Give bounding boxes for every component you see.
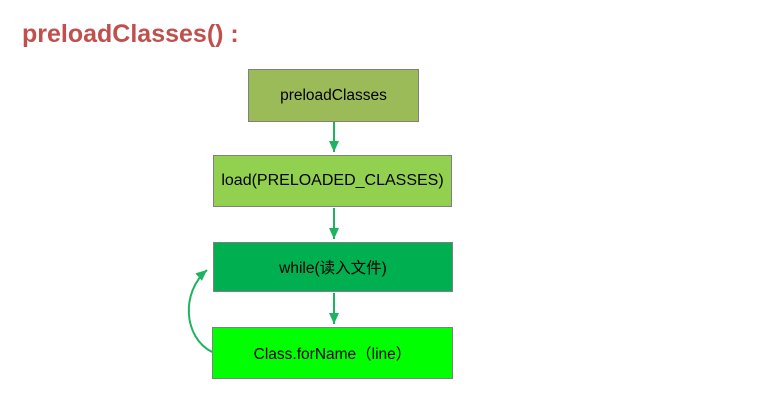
flow-node-while-read-file: while(读入文件): [213, 242, 453, 292]
flow-node-class-forname: Class.forName（line）: [212, 327, 453, 379]
arrow-loop-forname-to-while-icon: [187, 269, 213, 353]
page-title: preloadClasses() :: [22, 20, 239, 48]
flow-node-load-preloaded-classes: load(PRELOADED_CLASSES): [213, 155, 452, 207]
flow-node-preloadclasses: preloadClasses: [248, 69, 419, 122]
